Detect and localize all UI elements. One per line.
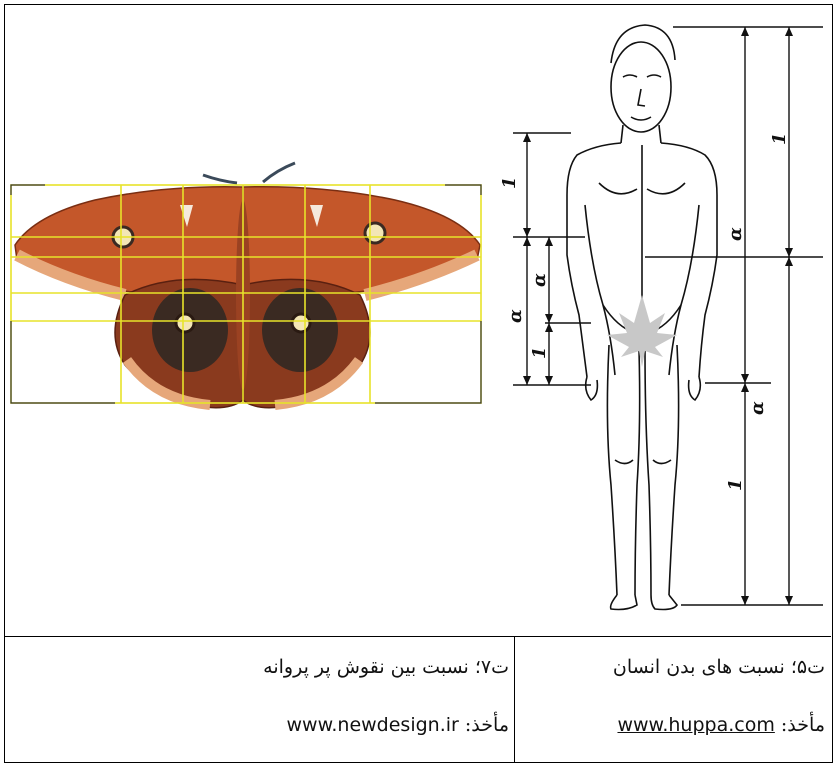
butterfly-image bbox=[15, 163, 480, 408]
dim-label-head-1: 1 bbox=[769, 132, 790, 145]
caption-divider-horizontal bbox=[5, 636, 831, 637]
figure-area: 1 α 1 α α 1 α 1 bbox=[5, 5, 831, 635]
dim-label-knee-alpha: α bbox=[747, 401, 768, 415]
dim-label-torso-1: 1 bbox=[499, 176, 520, 189]
butterfly-source-url: www.newdesign.ir bbox=[287, 714, 459, 736]
dim-label-upper-alpha: α bbox=[725, 227, 746, 241]
dim-label-hip-alpha: α bbox=[505, 309, 526, 323]
human-figure-source: مأخذ: www.huppa.com bbox=[525, 713, 825, 737]
human-source-link[interactable]: www.huppa.com bbox=[617, 714, 774, 736]
dim-label-waist-alpha: α bbox=[529, 273, 550, 287]
butterfly-figure-source: مأخذ: www.newdesign.ir bbox=[25, 713, 509, 737]
dimension-arrowheads bbox=[523, 27, 793, 605]
leaf-overlay-icon bbox=[607, 295, 677, 367]
dim-label-lower-1: 1 bbox=[529, 346, 550, 359]
butterfly-figure-caption: ت۷؛ نسبت بین نقوش پر پروانه bbox=[25, 655, 509, 679]
caption-divider-vertical bbox=[514, 636, 515, 762]
human-figure-caption: ت۵؛ نسبت های بدن انسان bbox=[525, 655, 825, 679]
dim-label-leg-1: 1 bbox=[725, 478, 746, 491]
proportion-dimension-lines bbox=[513, 27, 823, 605]
document-frame: 1 α 1 α α 1 α 1 ت۵؛ نسبت های بدن انسان م… bbox=[4, 4, 833, 763]
human-source-label: مأخذ: bbox=[781, 714, 825, 736]
butterfly-source-label: مأخذ: bbox=[465, 714, 509, 736]
